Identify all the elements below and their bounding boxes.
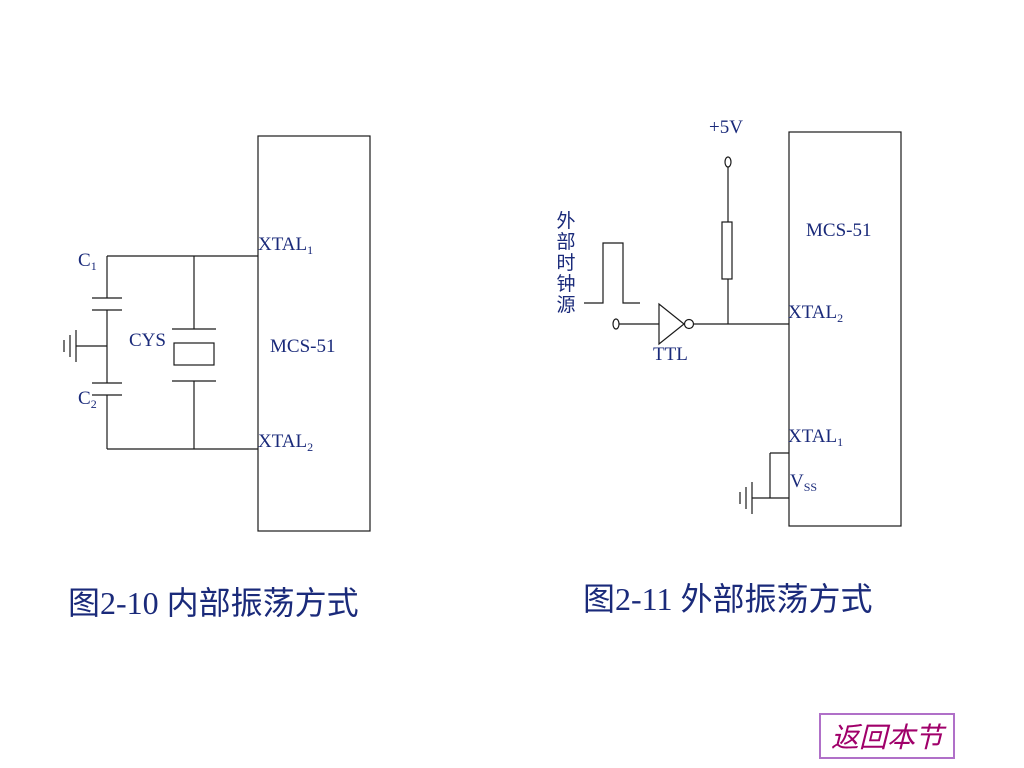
source-char-4: 钟 — [556, 274, 576, 295]
c2-sub: 2 — [90, 397, 97, 411]
c2-label: C2 — [78, 389, 97, 410]
clock-source-label: 外 部 时 钟 源 — [556, 211, 576, 316]
right-xtal1-sub: 1 — [837, 435, 844, 449]
source-char-1: 外 — [556, 211, 576, 232]
capacitor-column — [92, 256, 122, 449]
supply-voltage-label: +5V — [709, 117, 743, 138]
right-ground-symbol — [739, 452, 789, 514]
left-xtal2-sub: 2 — [307, 440, 314, 454]
crystal-column — [172, 256, 216, 449]
vss-label: VSS — [790, 472, 817, 493]
c1-sub: 1 — [90, 259, 97, 273]
right-chip-label: MCS-51 — [806, 220, 872, 241]
right-xtal1-main: XTAL — [788, 426, 838, 447]
c2-main: C — [78, 388, 91, 409]
left-chip-body — [257, 135, 371, 532]
left-xtal1-label: XTAL1 — [258, 235, 313, 256]
c1-main: C — [78, 250, 91, 271]
pullup-resistor — [721, 156, 733, 324]
source-char-3: 时 — [556, 253, 576, 274]
right-xtal2-sub: 2 — [837, 311, 844, 325]
right-caption: 图2-11 外部振荡方式 — [583, 581, 873, 617]
ttl-gate-symbol — [612, 302, 695, 346]
crystal-label: CYS — [129, 330, 166, 351]
clock-pulse-waveform — [584, 242, 640, 304]
left-xtal2-main: XTAL — [258, 431, 308, 452]
left-xtal1-sub: 1 — [307, 243, 314, 257]
ttl-label: TTL — [653, 344, 688, 365]
left-xtal1-main: XTAL — [258, 234, 308, 255]
back-to-section-button[interactable]: 返回本节 — [819, 713, 955, 759]
right-xtal2-main: XTAL — [788, 302, 838, 323]
right-chip-body — [788, 131, 902, 527]
c1-label: C1 — [78, 251, 97, 272]
left-chip-label: MCS-51 — [270, 336, 336, 357]
source-char-2: 部 — [556, 232, 576, 253]
right-xtal1-label: XTAL1 — [788, 427, 843, 448]
vss-main: V — [790, 471, 804, 492]
source-char-5: 源 — [556, 295, 576, 316]
left-xtal2-label: XTAL2 — [258, 432, 313, 453]
left-caption: 图2-10 内部振荡方式 — [68, 585, 359, 621]
left-ground-symbol — [63, 330, 107, 362]
right-xtal2-label: XTAL2 — [788, 303, 843, 324]
vss-sub: SS — [803, 480, 818, 494]
